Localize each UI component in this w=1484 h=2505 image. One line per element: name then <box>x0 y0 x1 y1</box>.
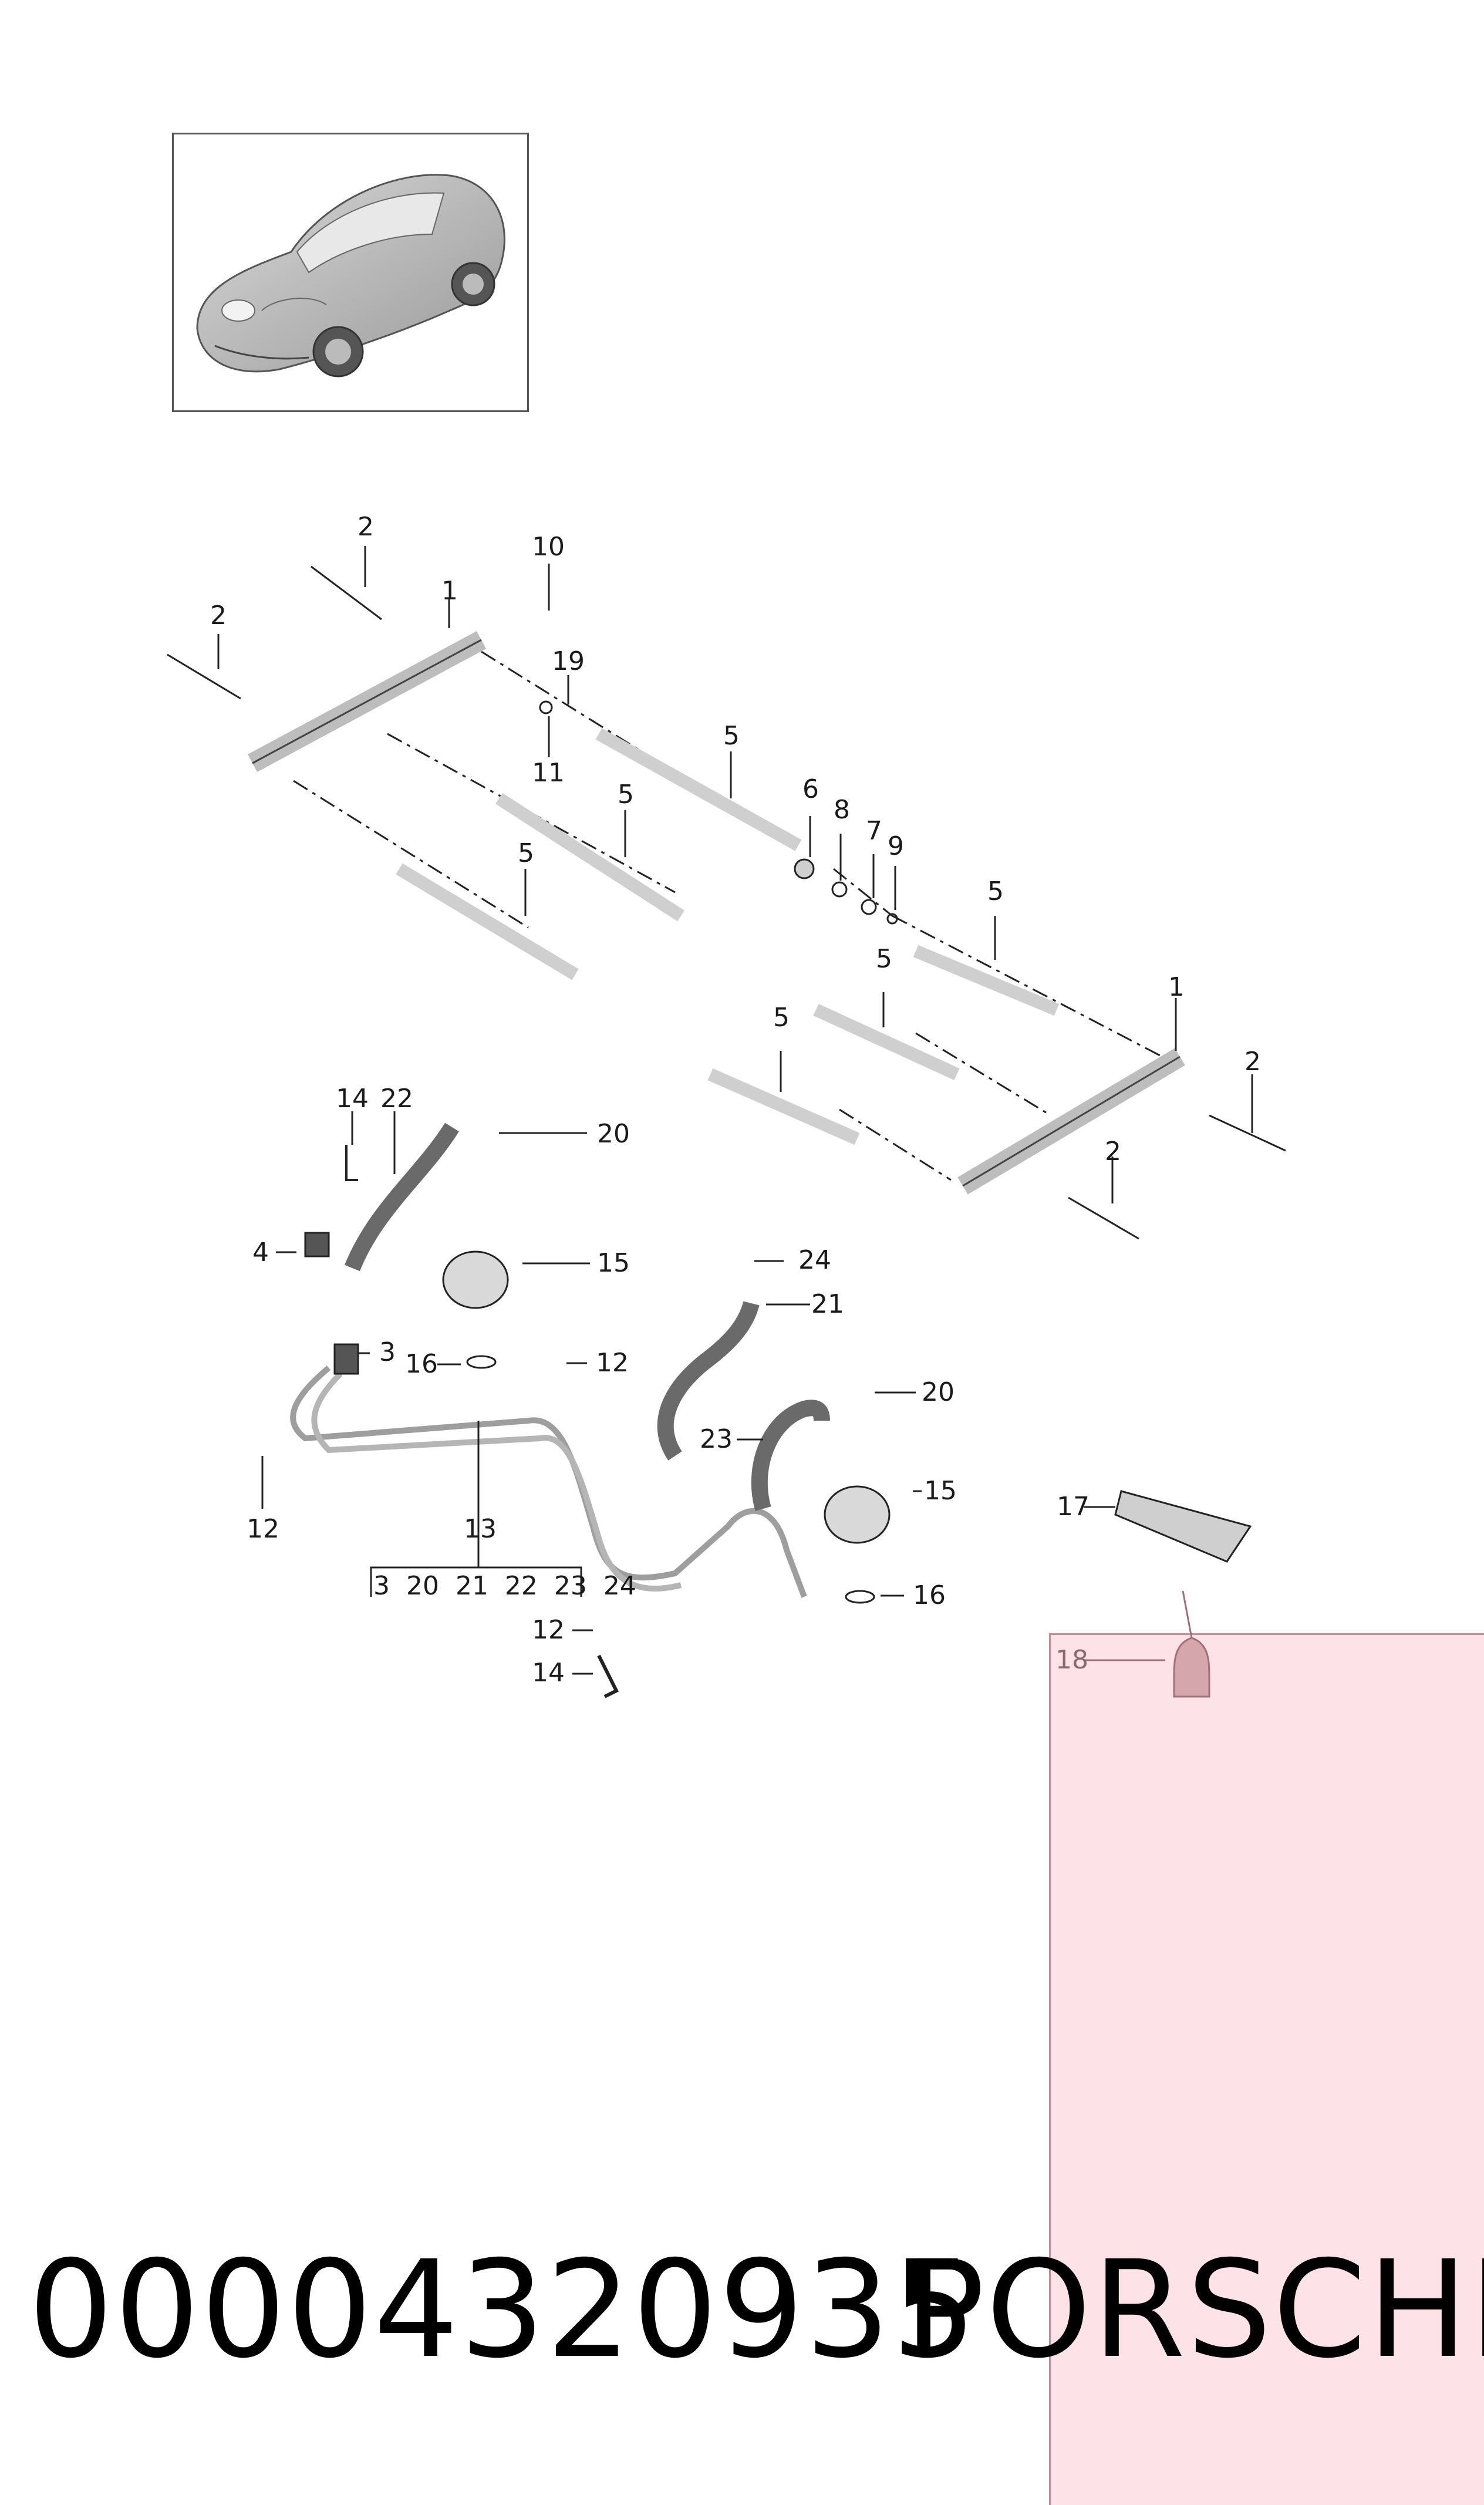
part-number: 00004320935 <box>28 2231 978 2388</box>
sealant-tube <box>1114 1490 1252 1563</box>
fuel-hose-22 <box>345 1122 459 1272</box>
injector <box>495 793 684 922</box>
callout-13: 13 <box>464 1514 497 1544</box>
callout-20: 20 <box>597 1119 630 1149</box>
group-box-label: 3 20 21 22 23 24 <box>373 1571 636 1601</box>
callout-9: 9 <box>888 831 904 861</box>
injector <box>396 863 579 980</box>
callout-1: 1 <box>441 576 458 606</box>
dash-line <box>915 1032 1051 1117</box>
bolt-shaft <box>1209 1114 1286 1152</box>
callout-14: 14 <box>532 1658 565 1688</box>
callout-5: 5 <box>518 838 534 868</box>
callout-3: 3 <box>379 1337 396 1367</box>
dash-line <box>293 780 529 929</box>
callout-17: 17 <box>1057 1492 1090 1522</box>
callout-1: 1 <box>1168 972 1185 1002</box>
pressure-sensor <box>304 1232 330 1257</box>
callout-14: 14 <box>336 1084 369 1114</box>
callout-5: 5 <box>618 780 634 810</box>
callout-16: 16 <box>405 1349 438 1379</box>
callout-18: 18 <box>1055 1645 1088 1675</box>
callout-11: 11 <box>532 758 565 788</box>
callout-6: 6 <box>802 774 819 804</box>
callout-5: 5 <box>723 721 740 751</box>
callout-5: 5 <box>987 876 1004 906</box>
callout-15: 15 <box>597 1248 630 1278</box>
hp-pump-right <box>824 1485 891 1544</box>
callout-5: 5 <box>773 1003 790 1033</box>
callout-21: 21 <box>811 1289 844 1319</box>
callout-4: 4 <box>252 1238 269 1267</box>
callout-2: 2 <box>1105 1137 1121 1166</box>
bolt-shaft <box>1068 1196 1139 1240</box>
callout-22: 22 <box>380 1084 413 1114</box>
callout-12: 12 <box>532 1615 565 1645</box>
vehicle-thumbnail <box>172 133 529 412</box>
hp-pump-left <box>442 1250 509 1309</box>
callout-2: 2 <box>357 512 374 542</box>
injector <box>595 728 802 851</box>
connector <box>333 1343 359 1375</box>
oil-bottle <box>1173 1590 1210 1698</box>
injector <box>707 1068 860 1145</box>
callout-20: 20 <box>922 1377 955 1407</box>
callout-16: 16 <box>913 1580 946 1610</box>
callout-12: 12 <box>247 1514 279 1544</box>
callout-12: 12 <box>596 1348 629 1378</box>
group-bracket <box>370 1566 582 1597</box>
callout-5: 5 <box>876 944 892 974</box>
fuel-hose-21 <box>657 1301 760 1461</box>
highlight-region <box>1049 1633 1484 2505</box>
callout-24: 24 <box>798 1245 831 1275</box>
callout-7: 7 <box>866 816 882 846</box>
injector <box>913 945 1060 1016</box>
callout-10: 10 <box>532 532 565 562</box>
callout-15: 15 <box>924 1476 957 1506</box>
callout-2: 2 <box>1244 1047 1261 1077</box>
fuel-hose-23 <box>751 1400 830 1511</box>
callout-8: 8 <box>834 795 850 825</box>
bolt-shaft <box>311 565 382 621</box>
injector <box>813 1004 960 1080</box>
car-icon <box>196 174 505 377</box>
hp-fuel-line <box>290 1366 807 1598</box>
brand-name: PORSCHE <box>904 2231 1484 2388</box>
callout-23: 23 <box>700 1424 733 1454</box>
bolt-shaft <box>167 653 241 700</box>
dash-line <box>839 1108 952 1181</box>
dash-line <box>892 915 1163 1058</box>
callout-2: 2 <box>210 601 227 631</box>
callout-19: 19 <box>552 646 585 676</box>
